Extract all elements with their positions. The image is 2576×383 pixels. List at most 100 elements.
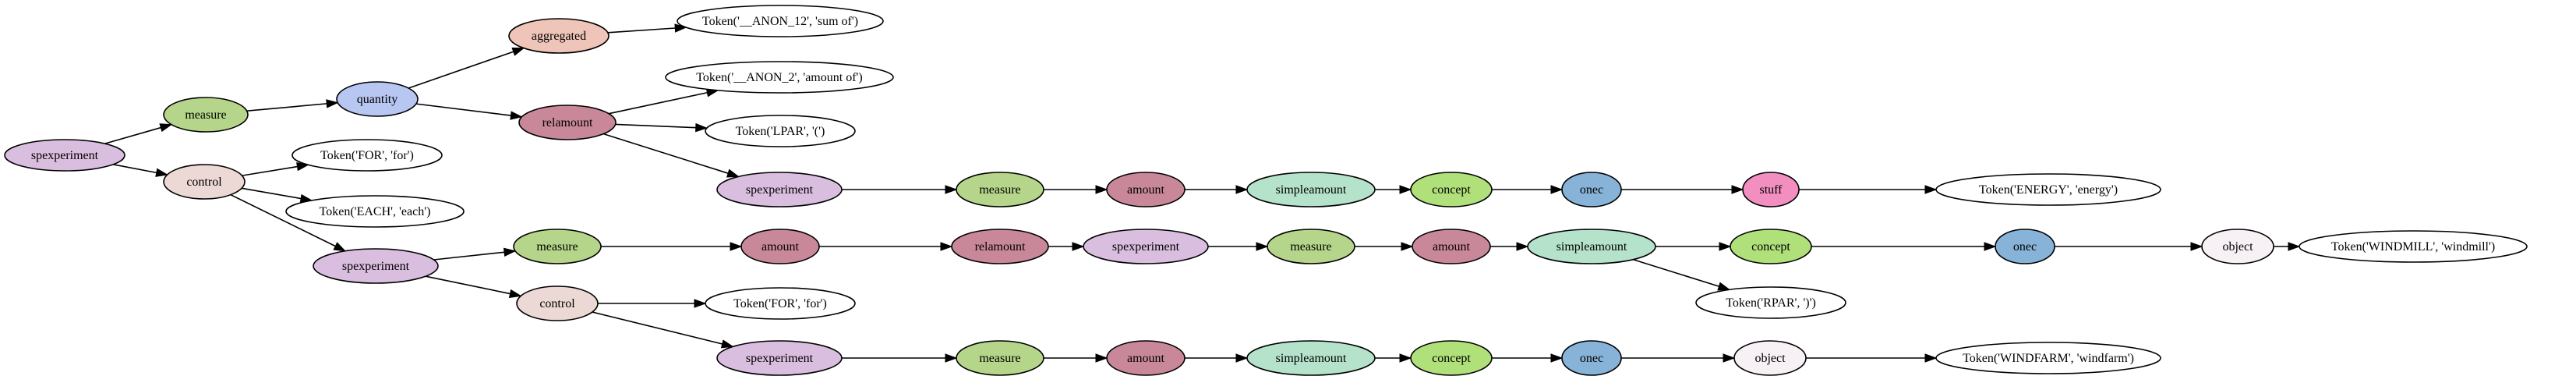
node-amount-label: amount — [761, 240, 800, 254]
node-token: Token('RPAR', ')') — [1695, 286, 1846, 319]
node-relamount: relamount — [518, 105, 617, 140]
node-token: Token('LPAR', '(') — [705, 115, 856, 147]
node-spexperiment-shape — [716, 340, 843, 376]
node-object: object — [2201, 229, 2274, 264]
node-simpleamount-label: simpleamount — [1276, 183, 1347, 197]
edge-n5-n7 — [615, 123, 696, 129]
node-control: control — [516, 285, 599, 321]
node-relamount-label: relamount — [975, 240, 1026, 254]
node-stuff-shape — [1742, 172, 1800, 207]
arrowhead-n16-n19 — [333, 242, 347, 252]
node-token-label: Token('__ANON_12', 'sum of') — [702, 15, 858, 28]
arrowhead-n5-n7 — [695, 122, 708, 133]
node-measure-shape — [956, 340, 1044, 376]
edge-n5-n8 — [603, 133, 729, 174]
arrowhead-n32-n33 — [694, 299, 707, 308]
node-concept-label: concept — [1432, 352, 1471, 365]
node-spexperiment-shape — [4, 139, 125, 172]
edge-n19-n32 — [425, 275, 511, 295]
arrowhead-n36-n37 — [1235, 353, 1249, 363]
node-token-shape — [285, 195, 465, 228]
node-onec: onec — [1561, 340, 1622, 376]
node-token: Token('EACH', 'each') — [285, 195, 465, 228]
node-token-shape — [1695, 286, 1846, 319]
arrowhead-n13-n14 — [1731, 185, 1744, 194]
node-amount-label: amount — [1433, 240, 1471, 254]
node-token: Token('WINDFARM', 'windfarm') — [1935, 342, 2161, 374]
edge-n1-n2 — [246, 103, 327, 112]
node-onec-shape — [1995, 229, 2055, 264]
node-measure: measure — [513, 229, 602, 264]
node-stuff-label: stuff — [1759, 183, 1783, 197]
edge-n0-n1 — [104, 126, 161, 144]
node-simpleamount-label: simpleamount — [1276, 352, 1347, 365]
node-spexperiment-label: spexperiment — [31, 149, 99, 162]
node-simpleamount: simpleamount — [1527, 229, 1656, 264]
node-token: Token('__ANON_2', 'amount of') — [665, 61, 894, 94]
arrowhead-n25-n26 — [1516, 242, 1529, 251]
arrowhead-n0-n1 — [159, 123, 173, 133]
node-amount-shape — [740, 229, 820, 264]
node-token-shape — [665, 61, 894, 94]
node-amount: amount — [1106, 172, 1186, 207]
node-amount-shape — [1106, 340, 1186, 376]
node-token-label: Token('__ANON_2', 'amount of') — [696, 71, 862, 84]
node-amount-label: amount — [1127, 183, 1165, 197]
edge-n0-n16 — [113, 164, 157, 174]
node-measure-label: measure — [536, 240, 578, 254]
node-relamount-shape — [951, 229, 1049, 264]
node-amount: amount — [1412, 229, 1491, 264]
arrowhead-n8-n9 — [945, 185, 958, 194]
node-token-shape — [677, 5, 884, 37]
node-measure: measure — [1267, 229, 1355, 264]
node-measure: measure — [956, 172, 1044, 207]
node-aggregated: aggregated — [508, 18, 610, 54]
node-spexperiment-shape — [313, 248, 439, 284]
node-token-shape — [705, 115, 856, 147]
node-concept-shape — [1410, 340, 1493, 376]
node-measure-shape — [163, 97, 249, 133]
edge-n3-n4 — [607, 27, 676, 34]
node-token: Token('ENERGY', 'energy') — [1935, 173, 2161, 206]
arrowhead-n23-n24 — [1256, 242, 1269, 251]
node-token-shape — [705, 287, 856, 320]
node-token-shape — [1935, 342, 2161, 374]
node-aggregated-shape — [508, 18, 610, 54]
node-amount-label: amount — [1127, 352, 1165, 365]
arrowhead-n12-n13 — [1550, 185, 1564, 194]
node-measure-label: measure — [1290, 240, 1331, 254]
node-amount-shape — [1412, 229, 1491, 264]
node-onec-label: onec — [2013, 240, 2037, 254]
node-concept-label: concept — [1432, 183, 1471, 197]
node-object-shape — [1733, 340, 1807, 376]
node-token-label: Token('ENERGY', 'energy') — [1979, 183, 2118, 197]
edge-n19-n20 — [433, 251, 505, 261]
arrowhead-n27-n28 — [1984, 242, 1997, 251]
node-stuff: stuff — [1742, 172, 1800, 207]
arrowhead-n32-n34 — [720, 339, 734, 349]
node-token: Token('WINDMILL', 'windmill') — [2299, 230, 2528, 263]
arrowhead-n9-n10 — [1095, 185, 1108, 194]
node-measure-shape — [1267, 229, 1355, 264]
node-relamount: relamount — [951, 229, 1049, 264]
node-spexperiment: spexperiment — [716, 340, 843, 376]
arrowhead-n20-n21 — [730, 242, 743, 251]
node-measure-shape — [956, 172, 1044, 207]
edge-n16-n19 — [230, 193, 336, 247]
node-object: object — [1733, 340, 1807, 376]
node-control-label: control — [539, 297, 575, 310]
node-measure: measure — [956, 340, 1044, 376]
node-object-label: object — [2222, 240, 2253, 254]
node-token-label: Token('FOR', 'for') — [320, 149, 414, 162]
node-spexperiment-label: spexperiment — [746, 183, 814, 197]
node-measure: measure — [163, 97, 249, 133]
node-concept: concept — [1410, 172, 1493, 207]
node-token-shape — [1935, 173, 2161, 206]
arrowhead-n0-n16 — [155, 168, 169, 177]
node-token-label: Token('LPAR', '(') — [736, 125, 825, 138]
node-simpleamount-label: simpleamount — [1557, 240, 1627, 254]
node-token: Token('FOR', 'for') — [705, 287, 856, 320]
node-token-label: Token('WINDMILL', 'windmill') — [2331, 240, 2495, 254]
node-spexperiment: spexperiment — [716, 172, 843, 207]
